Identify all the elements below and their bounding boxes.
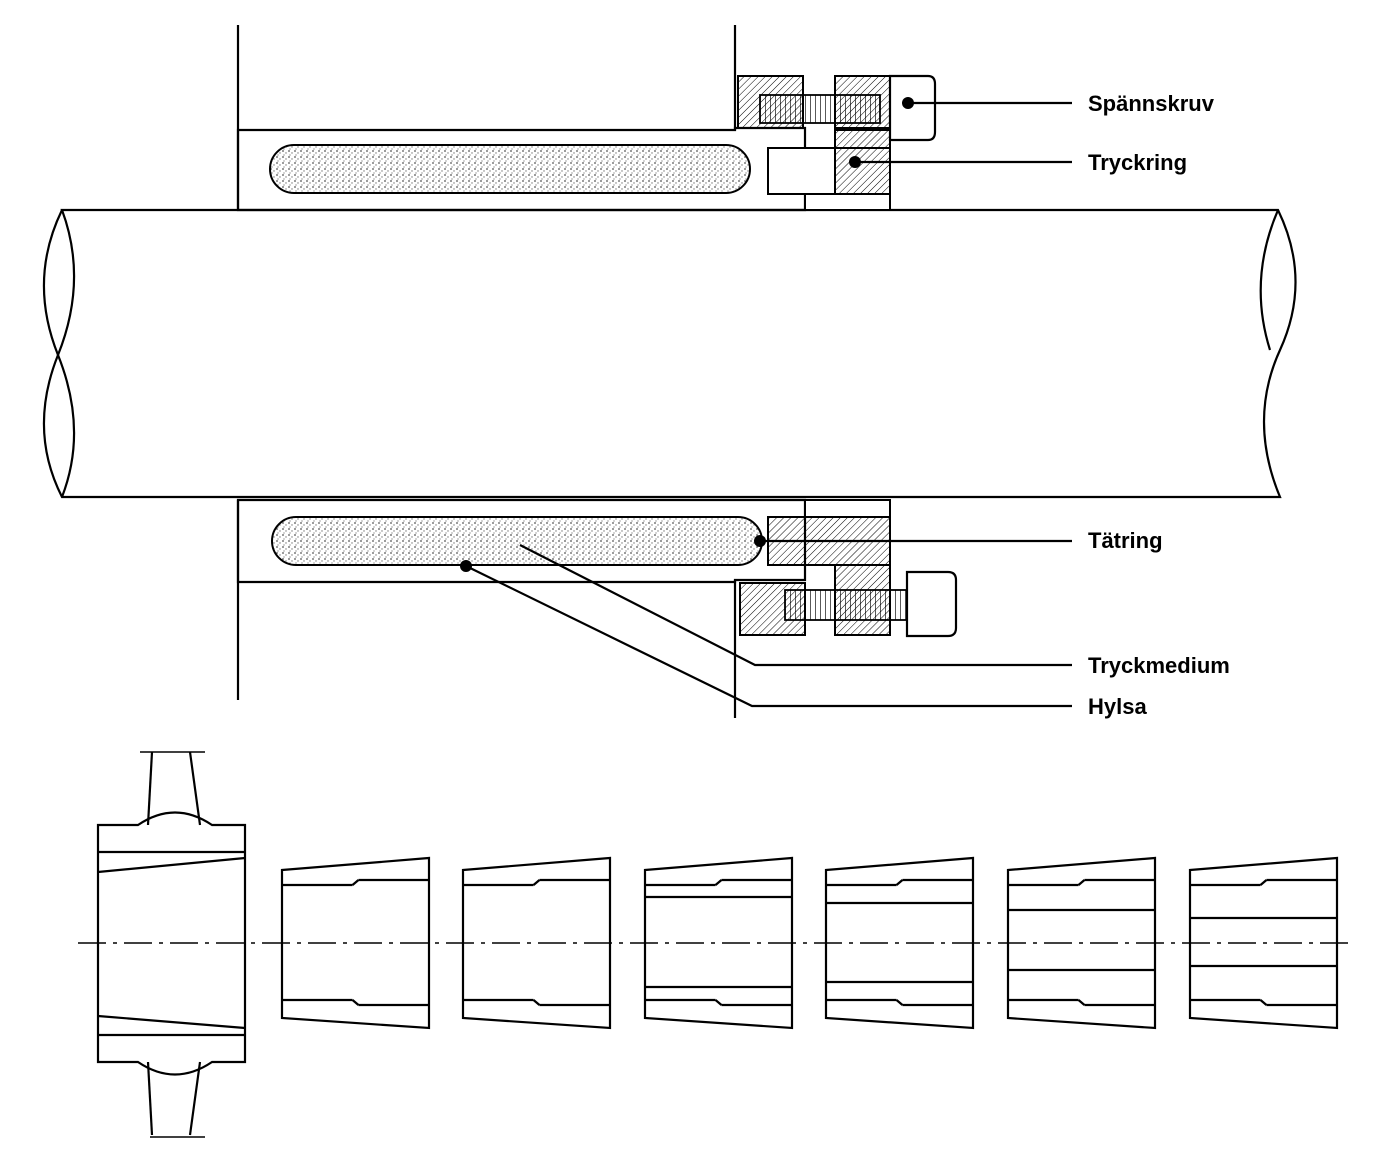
lower-screw-thread (784, 589, 908, 621)
label-tryckring: Tryckring (1088, 150, 1187, 175)
upper-screw-thread (759, 94, 881, 124)
callout-labels: Spännskruv Tryckring Tätring Tryckmedium… (1088, 91, 1230, 719)
label-tatring: Tätring (1088, 528, 1163, 553)
upper-screw-assembly (737, 74, 937, 142)
sleeve-variant (280, 856, 431, 1030)
leader-lines (460, 101, 1072, 708)
sleeve-variant (1006, 856, 1157, 1030)
hub-cross-section (96, 751, 247, 1138)
sleeve-variants (280, 856, 1339, 1030)
upper-pressure-chamber (269, 144, 751, 194)
sleeve-variant (643, 856, 794, 1030)
sleeve-variant (1188, 856, 1339, 1030)
sleeve-variant (824, 856, 975, 1030)
shaft (42, 208, 1297, 499)
sleeve-variant (461, 856, 612, 1030)
label-spannskruv: Spännskruv (1088, 91, 1215, 116)
upper-sleeve (236, 126, 891, 212)
label-hylsa: Hylsa (1088, 694, 1147, 719)
lower-screw-assembly (739, 564, 958, 638)
label-tryckmedium: Tryckmedium (1088, 653, 1230, 678)
lower-pressure-chamber (271, 516, 763, 566)
